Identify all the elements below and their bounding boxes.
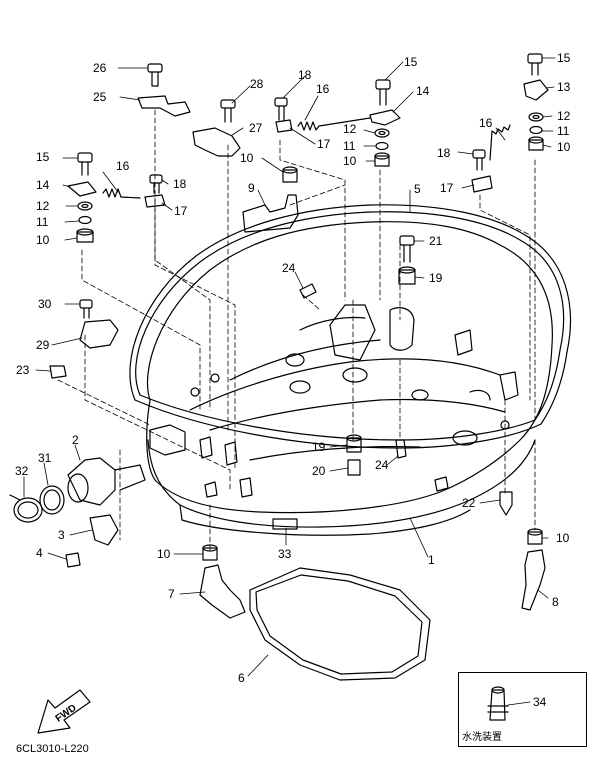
callout-30: 30 <box>38 297 52 311</box>
callout-10-lower-right: 10 <box>556 531 570 545</box>
callout-11-left: 11 <box>36 215 49 229</box>
callout-32: 32 <box>15 464 29 478</box>
callout-20: 20 <box>312 464 326 478</box>
callout-12-left: 12 <box>36 199 50 213</box>
callout-11: 11 <box>343 139 356 153</box>
callout-16: 16 <box>316 82 330 96</box>
callout-14-left: 14 <box>36 178 50 192</box>
assembly-lines <box>57 109 536 551</box>
callout-16-right: 16 <box>479 116 493 130</box>
callout-7: 7 <box>168 587 175 601</box>
callout-21: 21 <box>429 234 443 248</box>
callout-15-right: 15 <box>557 51 571 65</box>
callout-17-left: 17 <box>174 204 188 218</box>
callout-19-lower: 19 <box>312 440 326 454</box>
bottom-gasket <box>249 567 431 681</box>
callout-12: 12 <box>343 122 357 136</box>
callout-16-left: 16 <box>116 159 130 173</box>
callout-27: 27 <box>249 121 263 135</box>
callout-24: 24 <box>282 261 296 275</box>
callout-leaders <box>23 57 556 706</box>
callout-17-right: 17 <box>440 181 454 195</box>
callout-18-left: 18 <box>173 177 187 191</box>
callout-11-right: 11 <box>557 124 570 138</box>
callout-34: 34 <box>533 695 547 709</box>
callout-14: 14 <box>416 84 430 98</box>
callout-9: 9 <box>248 181 255 195</box>
callout-26: 26 <box>93 61 107 75</box>
callout-28: 28 <box>250 77 264 91</box>
flush-kit-inset <box>458 672 587 747</box>
callout-15-left: 15 <box>36 150 50 164</box>
callout-29: 29 <box>36 338 50 352</box>
callout-13: 13 <box>557 80 571 94</box>
callout-10-center: 10 <box>240 151 254 165</box>
callout-19: 19 <box>429 271 443 285</box>
callout-10-left: 10 <box>36 233 50 247</box>
callout-24-lower: 24 <box>375 458 389 472</box>
callout-22: 22 <box>462 496 476 510</box>
inset-caption: 水洗装置 <box>462 732 502 743</box>
callout-31: 31 <box>38 451 52 465</box>
bottom-cowling <box>146 221 553 536</box>
diagram-code: 6CL3010-L220 <box>16 743 89 755</box>
fwd-arrow-icon <box>37 689 91 734</box>
hardware <box>9 53 549 721</box>
callout-1: 1 <box>428 553 435 567</box>
callout-15: 15 <box>404 55 418 69</box>
callout-4: 4 <box>36 546 43 560</box>
callout-3: 3 <box>58 528 65 542</box>
callout-18-right: 18 <box>437 146 451 160</box>
callout-5: 5 <box>414 182 421 196</box>
callout-18: 18 <box>298 68 312 82</box>
callout-8: 8 <box>552 595 559 609</box>
callout-10-lower: 10 <box>157 547 171 561</box>
callout-2: 2 <box>72 433 79 447</box>
callout-25: 25 <box>93 90 107 104</box>
seal-ring <box>129 204 572 449</box>
callout-17: 17 <box>317 137 331 151</box>
callout-10: 10 <box>343 154 357 168</box>
callout-10-right: 10 <box>557 140 571 154</box>
callout-33: 33 <box>278 547 292 561</box>
callout-12-right: 12 <box>557 109 571 123</box>
callout-6: 6 <box>238 671 245 685</box>
callout-23: 23 <box>16 363 30 377</box>
